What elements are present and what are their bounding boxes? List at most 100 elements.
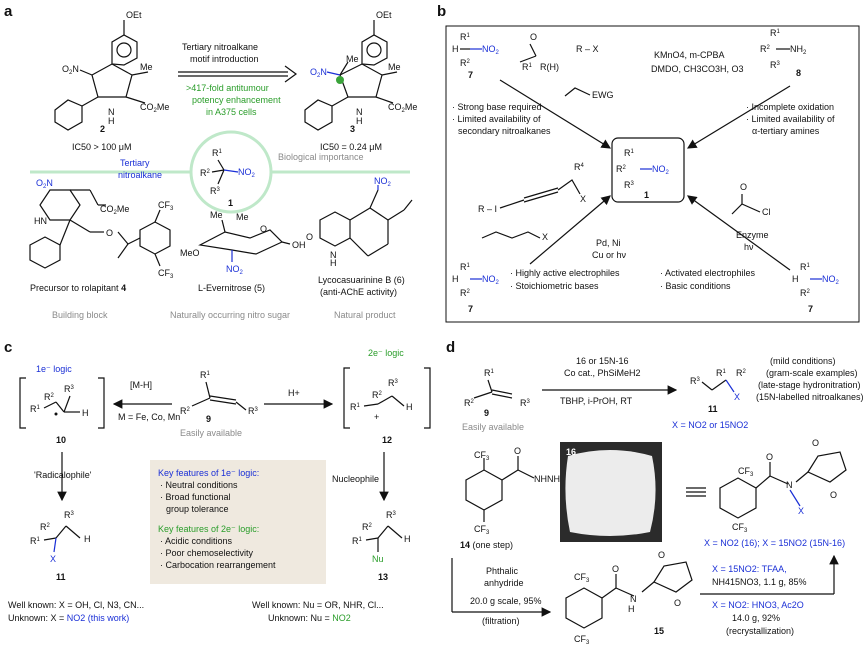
- svg-text:O: O: [306, 232, 313, 242]
- b-hv: hν: [744, 242, 754, 252]
- enhancement-3: in A375 cells: [206, 107, 257, 117]
- svg-text:X: X: [798, 506, 804, 516]
- svg-text:R1: R1: [30, 404, 41, 414]
- enhancement-2: potency enhancement: [192, 95, 281, 105]
- b-num7-bl: 7: [468, 304, 473, 314]
- svg-text:R2: R2: [200, 168, 211, 178]
- svg-text:H: H: [82, 408, 89, 418]
- svg-text:H: H: [84, 534, 91, 544]
- svg-text:R(H): R(H): [540, 62, 559, 72]
- svg-text:OEt: OEt: [126, 10, 142, 20]
- c-kf2-b: · Poor chemoselectivity: [160, 548, 254, 558]
- arrow-a-bottom: motif introduction: [190, 54, 259, 64]
- b-enzyme: Enzyme: [736, 230, 769, 240]
- svg-text:Cl: Cl: [762, 207, 771, 217]
- c-key-features-box: [150, 460, 326, 584]
- svg-text:CF3: CF3: [474, 450, 490, 462]
- b-num8: 8: [796, 68, 801, 78]
- svg-text:O: O: [812, 438, 819, 448]
- d-x15-1: X = 15NO2: TFAA,: [712, 564, 787, 574]
- panel-d-label: d: [446, 339, 455, 356]
- svg-text:N: N: [786, 480, 793, 490]
- svg-text:R3: R3: [210, 186, 221, 196]
- svg-text:R2: R2: [372, 390, 383, 400]
- b-cat-metal: Pd, Ni: [596, 238, 621, 248]
- svg-text:R2: R2: [800, 288, 811, 298]
- compound-6-caption-1: Lycocasuarinine B (6): [318, 275, 405, 285]
- c-kf1-b: · Broad functional: [160, 492, 231, 502]
- panel-b: b R1 H R2 NO2 7 O R1 R(H) R – X EWG KMnO…: [437, 3, 860, 323]
- svg-text:X: X: [50, 554, 56, 564]
- svg-text:O: O: [530, 32, 537, 42]
- c-radicalophile: 'Radicalophile': [34, 470, 92, 480]
- center-left-2: nitroalkane: [118, 170, 162, 180]
- compound-5-structure: [198, 219, 291, 262]
- b-left-issue-2: · Limited availability of: [452, 114, 541, 124]
- reagent-16-structure: [719, 451, 847, 519]
- d-notes-4: (15N-labelled nitroalkanes): [756, 392, 864, 402]
- svg-text:R1: R1: [212, 148, 223, 158]
- svg-text:N: N: [630, 594, 637, 604]
- svg-text:R3: R3: [624, 180, 635, 190]
- d-reagent-caption: X = NO2 (16); X = 15NO2 (15N-16): [704, 538, 845, 548]
- svg-text:R1: R1: [484, 368, 495, 378]
- svg-text:H: H: [628, 604, 635, 614]
- category-nitro-sugar: Naturally occurring nitro sugar: [170, 310, 290, 320]
- compound-6-caption-2: (anti-AChE activity): [320, 287, 397, 297]
- c-hplus: H+: [288, 388, 300, 398]
- svg-text:R1: R1: [350, 402, 361, 412]
- svg-text:NO2: NO2: [482, 44, 500, 56]
- panel-c: c 1e⁻ logic 2e⁻ logic R3 R1 R2 H 10 [M-H…: [4, 339, 431, 623]
- svg-text:R4: R4: [574, 162, 585, 172]
- d-cond1: 16 or 15N-16: [576, 356, 629, 366]
- svg-text:CO2Me: CO2Me: [100, 204, 129, 216]
- svg-text:R1: R1: [460, 32, 471, 42]
- c-n9: 9: [206, 414, 211, 424]
- svg-text:R1: R1: [460, 262, 471, 272]
- compound-4-structure: [29, 189, 171, 269]
- svg-text:R2: R2: [460, 58, 471, 68]
- b-rx-top: R – X: [576, 44, 599, 54]
- svg-text:N: N: [356, 107, 363, 117]
- b-reagents-top2: DMDO, CH3CO3H, O3: [651, 64, 744, 74]
- svg-text:Me: Me: [140, 62, 153, 72]
- b-cat-metal2: Cu or hν: [592, 250, 627, 260]
- svg-text:R1: R1: [200, 370, 211, 380]
- svg-text:R1: R1: [716, 368, 727, 378]
- svg-text:R3: R3: [520, 398, 531, 408]
- svg-text:CO2Me: CO2Me: [140, 102, 169, 114]
- svg-text:R2: R2: [362, 522, 373, 532]
- svg-text:R3: R3: [386, 510, 397, 520]
- svg-text:NO2: NO2: [226, 264, 244, 276]
- b-bottom-left-2: · Stoichiometric bases: [510, 281, 599, 291]
- svg-text:R3: R3: [64, 510, 75, 520]
- c-n13: 13: [378, 572, 388, 582]
- b-num7-top: 7: [468, 70, 473, 80]
- svg-text:O: O: [514, 446, 521, 456]
- svg-text:HN: HN: [34, 216, 47, 226]
- svg-text:R1: R1: [624, 148, 635, 158]
- svg-text:O: O: [658, 550, 665, 560]
- svg-text:X: X: [580, 194, 586, 204]
- c-two-e: 2e⁻ logic: [368, 348, 404, 358]
- compound-15-structure: [565, 561, 693, 629]
- compound-14-structure: [465, 456, 535, 522]
- svg-text:H: H: [404, 534, 411, 544]
- c-kf2-c: · Carbocation rearrangement: [160, 560, 276, 570]
- d-cond2: Co cat., PhSiMeH2: [564, 368, 641, 378]
- c-kf2-a: · Acidic conditions: [160, 536, 233, 546]
- svg-text:O: O: [674, 598, 681, 608]
- svg-text:Me: Me: [210, 210, 223, 220]
- c-one-e: 1e⁻ logic: [36, 364, 72, 374]
- svg-text:NO2: NO2: [238, 167, 256, 179]
- d-x15-2: NH415NO3, 1.1 g, 85%: [712, 577, 807, 587]
- d-n15: 15: [654, 626, 664, 636]
- b-target-box: [611, 137, 685, 203]
- d-scale: 20.0 g scale, 95%: [470, 596, 542, 606]
- c-easily: Easily available: [180, 428, 242, 438]
- c-n12: 12: [382, 435, 392, 445]
- b-num7-br: 7: [808, 304, 813, 314]
- svg-text:Me: Me: [388, 62, 401, 72]
- svg-text:N: N: [108, 107, 115, 117]
